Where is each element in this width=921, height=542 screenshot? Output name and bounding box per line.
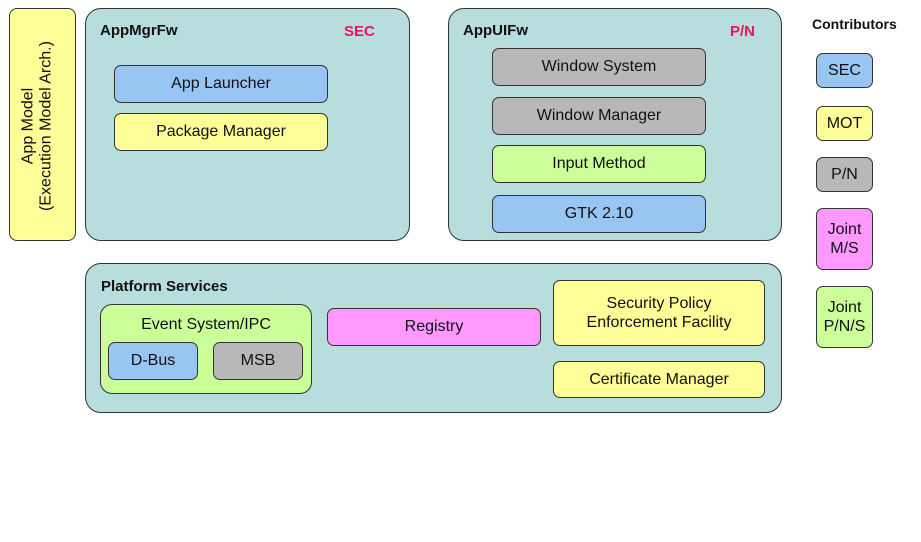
security-policy-line2: Enforcement Facility bbox=[586, 314, 732, 331]
legend-sec: SEC bbox=[816, 53, 873, 88]
package-manager-box: Package Manager bbox=[114, 113, 328, 151]
legend-joint-ms: Joint M/S bbox=[816, 208, 873, 270]
window-manager-box: Window Manager bbox=[492, 97, 706, 135]
legend-joint-ms-line2: M/S bbox=[830, 240, 859, 257]
dbus-box: D-Bus bbox=[108, 342, 198, 380]
appuifw-title: AppUIFw bbox=[463, 22, 528, 39]
event-system-title: Event System/IPC bbox=[141, 316, 271, 333]
appmgrfw-tag: SEC bbox=[344, 23, 375, 40]
security-policy-line1: Security Policy bbox=[606, 294, 712, 312]
platform-services-group: Platform Services Event System/IPC D-Bus… bbox=[85, 263, 782, 413]
appmgrfw-group: AppMgrFw SEC App Launcher Package Manage… bbox=[85, 8, 410, 241]
legend-pn: P/N bbox=[816, 157, 873, 192]
legend-joint-pns: Joint P/N/S bbox=[816, 286, 873, 348]
msb-box: MSB bbox=[213, 342, 303, 380]
certificate-manager-box: Certificate Manager bbox=[553, 361, 765, 398]
event-system-group: Event System/IPC D-Bus MSB bbox=[100, 304, 312, 394]
window-system-box: Window System bbox=[492, 48, 706, 86]
app-model-box: App Model (Execution Model Arch.) bbox=[9, 8, 76, 241]
appmgrfw-title: AppMgrFw bbox=[100, 22, 178, 39]
legend-mot: MOT bbox=[816, 106, 873, 141]
app-model-line1: App Model bbox=[19, 87, 37, 165]
app-model-line2: (Execution Model Arch.) bbox=[37, 41, 55, 211]
legend-joint-ms-line1: Joint bbox=[827, 220, 862, 238]
app-launcher-box: App Launcher bbox=[114, 65, 328, 103]
legend-joint-pns-line2: P/N/S bbox=[823, 318, 866, 335]
legend-sec-label: SEC bbox=[828, 61, 861, 79]
platform-services-title: Platform Services bbox=[101, 278, 228, 295]
input-method-box: Input Method bbox=[492, 145, 706, 183]
contributors-title: Contributors bbox=[812, 16, 897, 32]
security-policy-box: Security Policy Enforcement Facility bbox=[553, 280, 765, 346]
appuifw-group: AppUIFw P/N Window System Window Manager… bbox=[448, 8, 782, 241]
registry-box: Registry bbox=[327, 308, 541, 346]
legend-joint-pns-line1: Joint bbox=[827, 298, 862, 316]
appuifw-tag: P/N bbox=[730, 23, 756, 40]
legend-mot-label: MOT bbox=[826, 114, 863, 132]
app-model-label: App Model (Execution Model Arch.) bbox=[20, 10, 64, 243]
gtk-box: GTK 2.10 bbox=[492, 195, 706, 233]
legend-pn-label: P/N bbox=[831, 165, 858, 183]
